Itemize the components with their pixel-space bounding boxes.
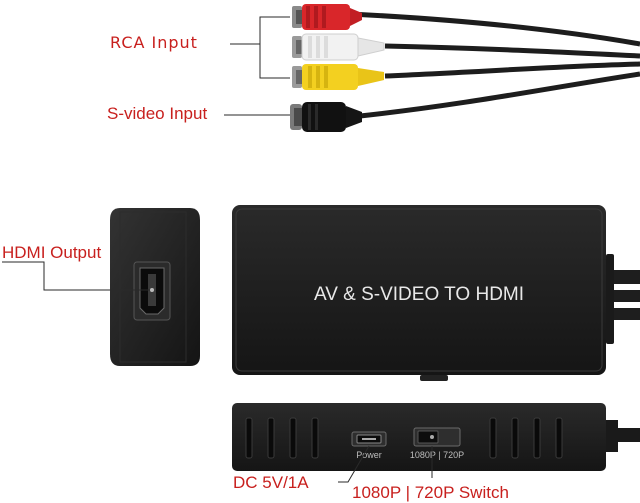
converter-top-view: AV & S-VIDEO TO HDMI xyxy=(232,205,640,381)
power-port xyxy=(351,431,387,447)
device-body xyxy=(232,205,606,375)
dc-power-callout: DC 5V/1A xyxy=(233,445,370,492)
vent-slots-right xyxy=(489,417,563,459)
svideo-connector xyxy=(290,102,362,132)
rca-input-callout: RCA Input xyxy=(110,16,290,79)
svideo-input-callout: S-video Input xyxy=(107,104,290,123)
rca-yellow-connector xyxy=(292,64,384,90)
converter-side-view: Power 1080P | 720P xyxy=(232,403,640,471)
power-port-label: Power xyxy=(356,450,382,460)
dc-power-label: DC 5V/1A xyxy=(233,473,309,492)
switch-callout: 1080P | 720P Switch xyxy=(352,446,509,502)
switch-port-label: 1080P | 720P xyxy=(410,450,464,460)
hdmi-end-view xyxy=(110,208,200,366)
hdmi-port-dot xyxy=(150,288,154,292)
rca-red-connector xyxy=(292,4,362,30)
svideo-input-label: S-video Input xyxy=(107,104,207,123)
cable-bundle xyxy=(349,11,640,119)
rca-white-connector xyxy=(292,33,385,61)
resolution-switch-label: 1080P | 720P Switch xyxy=(352,483,509,502)
device-title: AV & S-VIDEO TO HDMI xyxy=(314,284,524,305)
rca-input-label: RCA Input xyxy=(110,33,198,52)
vent-slots-left xyxy=(245,417,319,459)
hdmi-output-label: HDMI Output xyxy=(2,243,101,262)
resolution-switch xyxy=(413,427,461,447)
hdmi-output-callout: HDMI Output xyxy=(2,243,150,291)
